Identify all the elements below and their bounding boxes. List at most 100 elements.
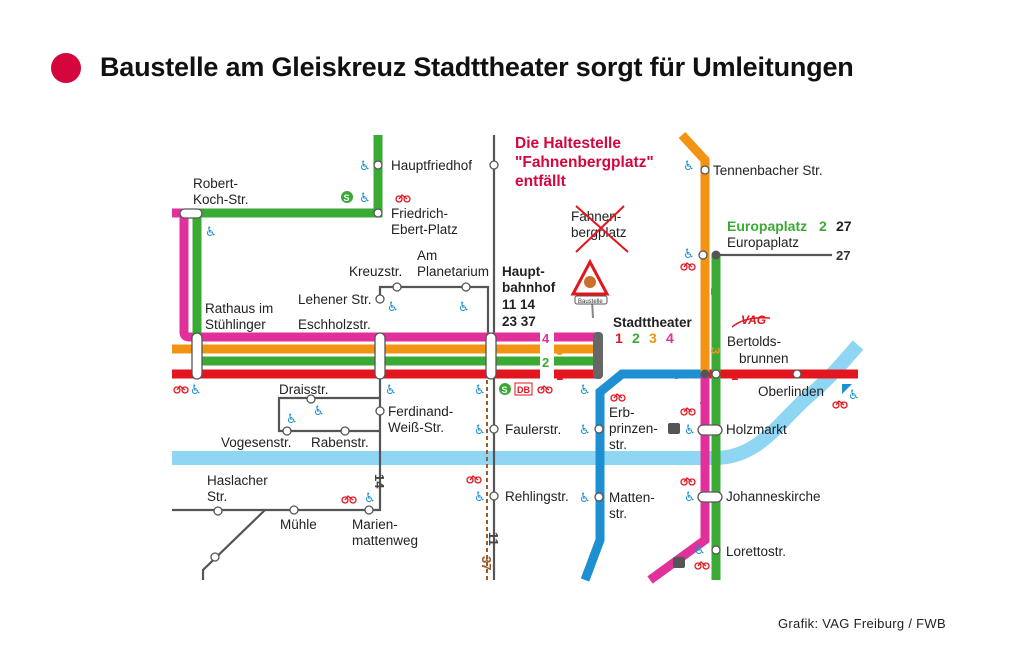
station-erbprinzen-1: Erb- [609,405,635,420]
station-rehlingstr: Rehlingstr. [505,489,569,504]
station-bertolds-2: brunnen [739,351,789,366]
page-title: Baustelle am Gleiskreuz Stadttheater sor… [100,52,854,82]
station-planetarium-2: Planetarium [417,264,489,279]
line-3-north [678,131,710,374]
bike-icon [341,495,357,504]
wheelchair-icon: ♿ [848,388,860,403]
bike-icon [466,475,482,484]
closure-notice: Die Haltestelle "Fahnenbergplatz" entfäl… [515,135,654,190]
line-label-2: 2 [542,355,549,370]
hauptbahnhof-lines-2: 23 37 [502,314,536,329]
cross-out-icon [575,205,629,253]
svg-text:DB: DB [517,385,530,395]
line-label-3-vertical: 3 [708,347,723,354]
closed-stop-fahnenbergplatz: Fahnen- bergplatz [571,205,629,253]
wheelchair-icon: ♿ [190,383,202,398]
wheelchair-icon: ♿ [474,383,486,398]
line-label-1-east: 1 [731,368,738,383]
line-label-4-vertical: 4 [697,398,712,406]
stadttheater-line-4: 4 [666,330,674,346]
image-credit: Grafik: VAG Freiburg / FWB [778,616,946,631]
station-holzmarkt: Holzmarkt [726,422,787,437]
svg-text:bergplatz: bergplatz [571,225,627,240]
bike-icon [680,262,696,271]
line-5 [580,369,705,582]
station-europaplatz: Europaplatz [727,235,799,250]
construction-sign-icon: Baustelle [570,258,610,319]
station-marienmatten-1: Marien- [352,517,398,532]
stations [179,160,802,562]
station-johanneskirche: Johanneskirche [726,489,821,504]
bike-icon [537,385,553,394]
station-hauptfriedhof: Hauptfriedhof [391,158,472,173]
station-ferdinand-1: Ferdinand- [388,404,453,419]
bike-icon [832,400,848,409]
station-friedrich-ebert-1: Friedrich- [391,206,448,221]
svg-text:"Fahnenbergplatz": "Fahnenbergplatz" [515,154,654,171]
svg-text:VAG: VAG [741,313,766,327]
svg-text:Baustelle: Baustelle [578,299,603,305]
station-lehener: Lehener Str. [298,292,372,307]
station-kreuzstr: Kreuzstr. [349,264,402,279]
vag-logo: VAG [731,313,771,328]
bike-icon [173,385,189,394]
wheelchair-icon: ♿ [458,300,470,315]
stadttheater-line-1: 1 [615,330,623,346]
svg-text:S: S [502,385,508,395]
hauptbahnhof-lines-1: 11 14 [502,297,536,312]
station-friedrich-ebert-2: Ebert-Platz [391,222,458,237]
europaplatz-line-27: 27 [836,218,852,234]
stadttheater-block [593,332,603,379]
db-icon [514,382,533,396]
station-faulerstr: Faulerstr. [505,422,561,437]
station-haslacher-1: Haslacher [207,473,268,488]
line-label-27: 27 [836,248,850,263]
station-vogesen: Vogesenstr. [221,435,292,450]
stadttheater-line-2: 2 [632,330,640,346]
station-rathaus-2: Stühlinger [205,317,266,332]
station-draisstr: Draisstr. [279,382,329,397]
station-rathaus-1: Rathaus im [205,301,273,316]
station-raben: Rabenstr. [311,435,369,450]
bus-icon [668,423,680,434]
wheelchair-icon: ♿ [359,191,371,206]
station-erbprinzen-3: str. [609,437,627,452]
wheelchair-icon: ♿ [313,404,325,419]
bus-icon [673,557,685,568]
station-stadttheater: Stadttheater [613,315,693,330]
line-4 [172,208,598,342]
station-lorettostr: Lorettostr. [726,544,786,559]
station-haslacher-2: Str. [207,489,227,504]
station-hauptbahnhof-1: Haupt- [502,264,545,279]
station-mattenstr-2: str. [609,506,627,521]
wheelchair-icon: ♿ [286,412,298,427]
svg-text:S: S [344,193,350,203]
station-robert-koch-1: Robert- [193,176,238,191]
line-label-2-vertical: 2 [708,288,723,295]
station-oberlinden: Oberlinden [758,384,824,399]
wheelchair-icon: ♿ [694,543,706,558]
svg-text:Die Haltestelle: Die Haltestelle [515,135,621,152]
bike-icon [395,194,411,203]
bike-icon [694,561,710,570]
wheelchair-icon: ♿ [684,490,696,505]
station-planetarium-1: Am [417,248,437,263]
wheelchair-icon: ♿ [474,423,486,438]
europaplatz-heading: Europaplatz [727,218,807,234]
line-label-37: 37 [479,556,494,570]
wheelchair-icon: ♿ [359,159,371,174]
wheelchair-icon: ♿ [205,225,217,240]
bike-icons [173,194,848,570]
stadttheater-line-3: 3 [649,330,657,346]
station-mattenstr-1: Matten- [609,490,655,505]
line-label-14: 14 [372,474,387,489]
station-hauptbahnhof-2: bahnhof [502,280,556,295]
station-erbprinzen-2: prinzen- [609,421,658,436]
wheelchair-icon: ♿ [387,300,399,315]
title-bullet [51,53,81,83]
wheelchair-icon: ♿ [579,491,591,506]
station-robert-koch-2: Koch-Str. [193,192,249,207]
line-label-3: 3 [556,343,563,358]
flag-marker-icon [842,384,852,394]
